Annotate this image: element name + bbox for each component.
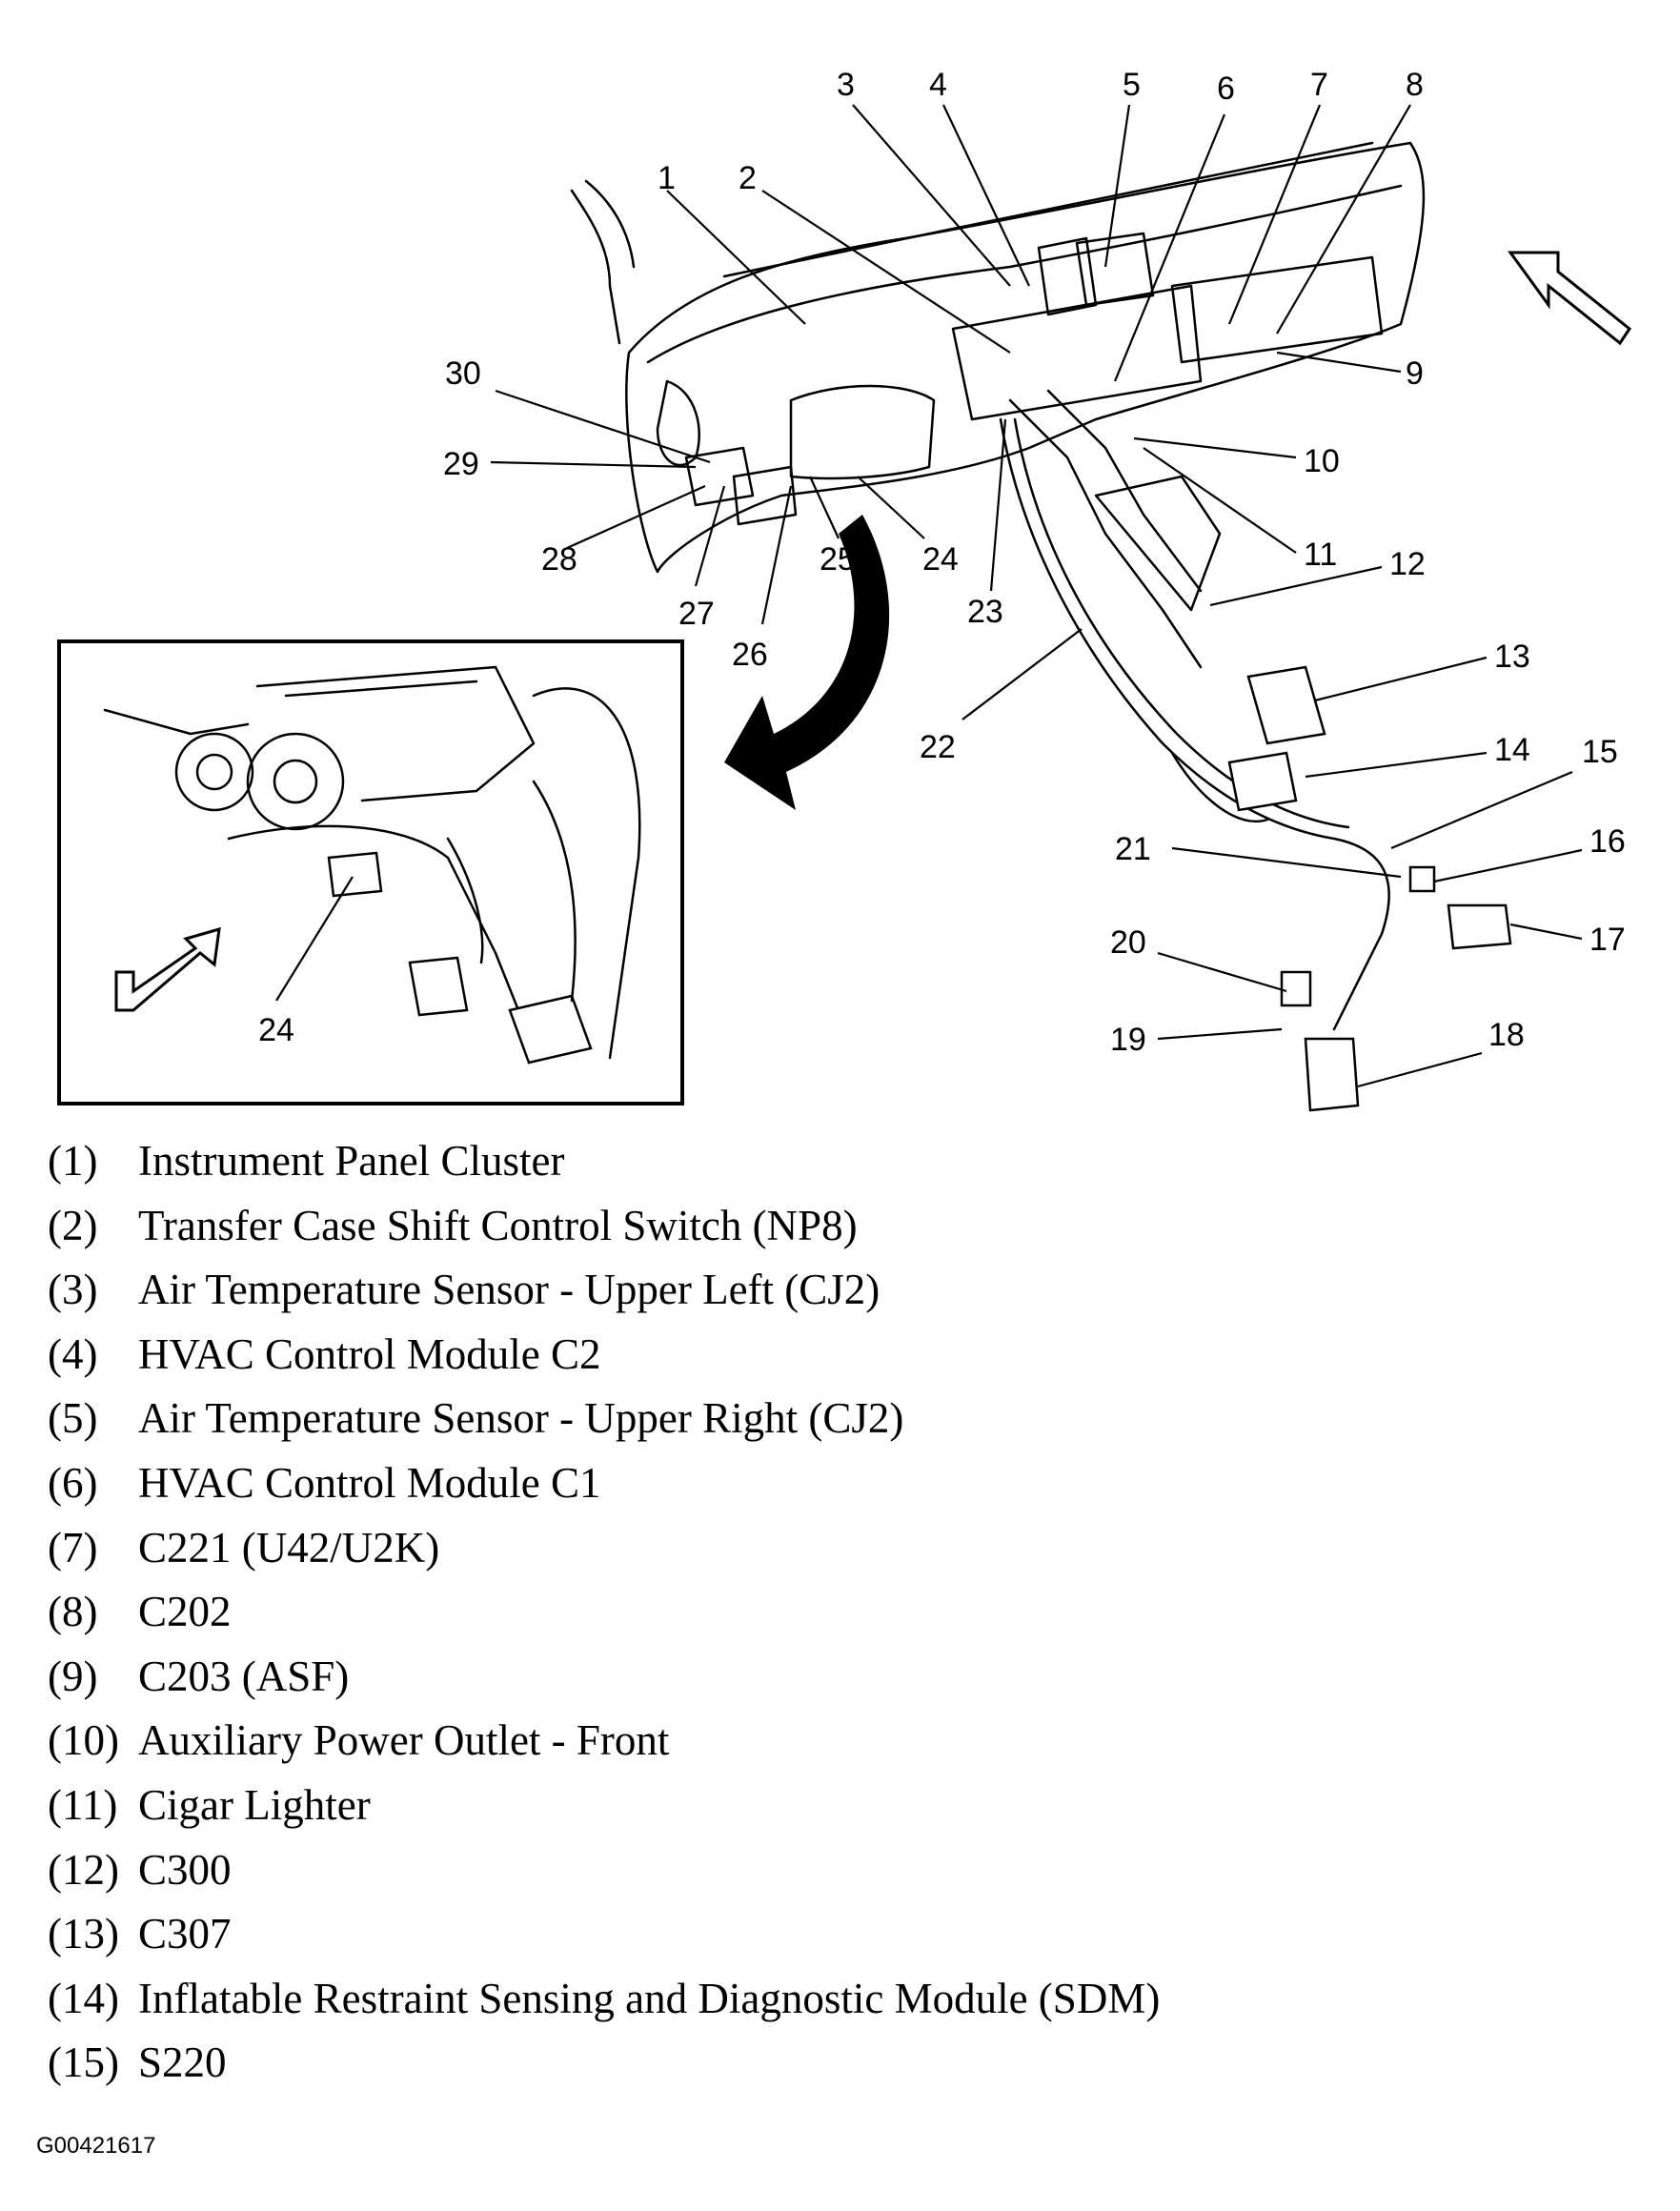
legend-number: (5)	[48, 1394, 98, 1443]
legend-number: (8)	[48, 1588, 98, 1636]
callout-1: 1	[658, 160, 676, 196]
legend-number: (10)	[48, 1716, 119, 1765]
instrument-panel-drawing	[570, 141, 1512, 1112]
legend-item: (6) HVAC Control Module C1	[48, 1451, 1620, 1516]
figure-id: G00421617	[36, 2133, 156, 2159]
callout-9: 9	[1406, 355, 1424, 392]
legend-number: (15)	[48, 2039, 119, 2087]
callout-26: 26	[732, 637, 768, 673]
wiring-diagram: 24 1 2 3 4	[57, 67, 1632, 1112]
legend-item: (10) Auxiliary Power Outlet - Front	[48, 1709, 1620, 1774]
legend-item: (4) HVAC Control Module C2	[48, 1323, 1620, 1388]
callout-19: 19	[1110, 1022, 1146, 1058]
callout-27: 27	[678, 596, 715, 632]
legend-number: (12)	[48, 1845, 119, 1894]
legend-number: (14)	[48, 1974, 119, 2022]
inset-callout-24: 24	[258, 1012, 294, 1048]
leader-lines	[490, 104, 1583, 1088]
legend-label: Air Temperature Sensor - Upper Left (CJ2…	[138, 1266, 880, 1314]
callout-3: 3	[837, 67, 855, 103]
legend-label: HVAC Control Module C1	[138, 1458, 601, 1507]
legend-item: (2) Transfer Case Shift Control Switch (N…	[48, 1194, 1620, 1259]
legend-number: (2)	[48, 1201, 98, 1249]
inset-detail: 24	[57, 639, 684, 1106]
callout-17: 17	[1589, 922, 1626, 958]
legend-label: Auxiliary Power Outlet - Front	[138, 1716, 670, 1765]
legend-item: (12) C300	[48, 1838, 1620, 1903]
callout-8: 8	[1406, 67, 1424, 103]
legend-number: (4)	[48, 1329, 98, 1378]
legend-number: (3)	[48, 1266, 98, 1314]
callout-12: 12	[1389, 546, 1426, 582]
callout-22: 22	[920, 729, 956, 765]
legend-label: C203 (ASF)	[138, 1652, 350, 1700]
callout-16: 16	[1589, 823, 1626, 860]
legend-number: (6)	[48, 1458, 98, 1507]
legend-number: (13)	[48, 1910, 119, 1958]
callout-18: 18	[1488, 1017, 1525, 1053]
callout-5: 5	[1123, 67, 1141, 103]
legend-item: (14) Inflatable Restraint Sensing and Dia…	[48, 1967, 1620, 2032]
legend: (1) Instrument Panel Cluster (2) Transfer …	[48, 1129, 1620, 2096]
callout-4: 4	[929, 67, 947, 103]
legend-label: Cigar Lighter	[138, 1780, 371, 1829]
legend-label: Air Temperature Sensor - Upper Right (CJ…	[138, 1394, 904, 1443]
legend-item: (15) S220	[48, 2031, 1620, 2096]
inset-direction-arrow-icon	[114, 926, 221, 1012]
callout-29: 29	[443, 446, 479, 482]
callout-25: 25	[820, 541, 856, 578]
legend-label: HVAC Control Module C2	[138, 1329, 601, 1378]
callout-7: 7	[1310, 67, 1328, 103]
callout-24: 24	[922, 541, 959, 578]
callout-11: 11	[1304, 537, 1337, 573]
legend-item: (13) C307	[48, 1902, 1620, 1967]
callout-labels: 1 2 3 4 5 6 7 8 9 10 11 12 13 14 15 16 1…	[443, 67, 1626, 1058]
legend-label: C202	[138, 1588, 232, 1636]
legend-label: C307	[138, 1910, 232, 1958]
legend-item: (11) Cigar Lighter	[48, 1774, 1620, 1838]
legend-item: (7) C221 (U42/U2K)	[48, 1516, 1620, 1581]
legend-label: S220	[138, 2039, 227, 2087]
legend-number: (9)	[48, 1652, 98, 1700]
legend-number: (11)	[48, 1780, 118, 1829]
callout-10: 10	[1304, 443, 1340, 479]
zoom-arrow-icon	[724, 515, 890, 810]
legend-number: (1)	[48, 1137, 98, 1185]
callout-15: 15	[1582, 734, 1618, 770]
legend-label: C300	[138, 1845, 232, 1894]
callout-21: 21	[1115, 831, 1151, 867]
callout-30: 30	[445, 355, 481, 392]
legend-item: (5) Air Temperature Sensor - Upper Right …	[48, 1387, 1620, 1451]
legend-label: Instrument Panel Cluster	[138, 1137, 565, 1185]
legend-label: Inflatable Restraint Sensing and Diagnos…	[138, 1974, 1161, 2022]
callout-13: 13	[1494, 639, 1530, 675]
callout-2: 2	[739, 160, 757, 196]
legend-number: (7)	[48, 1523, 98, 1572]
callout-28: 28	[541, 541, 577, 578]
legend-item: (3) Air Temperature Sensor - Upper Left (…	[48, 1258, 1620, 1323]
legend-item: (1) Instrument Panel Cluster	[48, 1129, 1620, 1194]
callout-20: 20	[1110, 924, 1146, 961]
callout-14: 14	[1494, 732, 1530, 768]
callout-6: 6	[1217, 71, 1235, 107]
legend-label: C221 (U42/U2K)	[138, 1523, 440, 1572]
direction-arrow-icon	[1508, 251, 1632, 346]
legend-item: (9) C203 (ASF)	[48, 1645, 1620, 1710]
callout-23: 23	[967, 594, 1003, 630]
legend-label: Transfer Case Shift Control Switch (NP8)	[138, 1201, 858, 1249]
legend-item: (8) C202	[48, 1580, 1620, 1645]
